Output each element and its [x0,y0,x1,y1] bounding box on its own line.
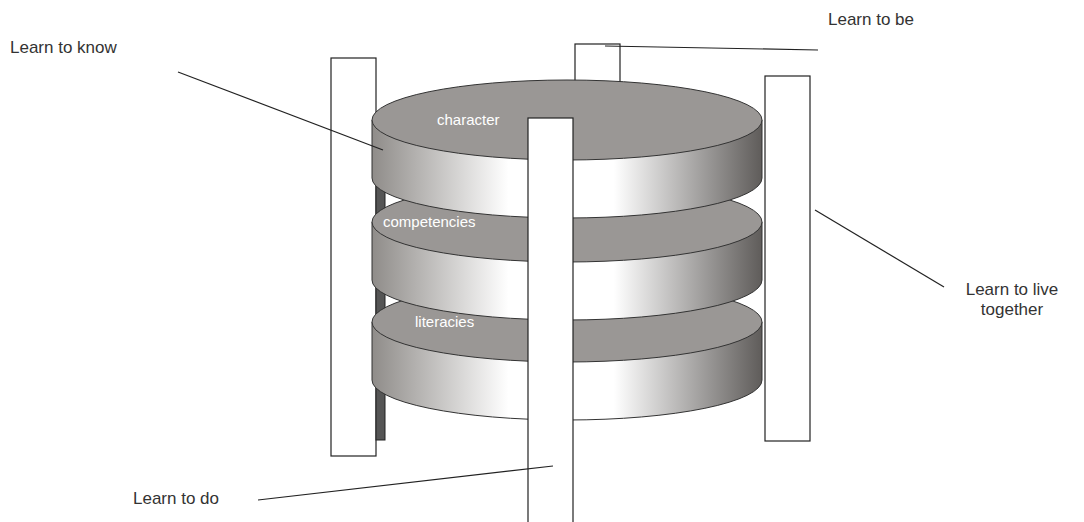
pillar-label: Learn to be [828,10,978,30]
leader-line [605,46,818,50]
leader-line [815,210,944,287]
pillar-label: Learn to do [133,489,263,509]
leader-line [178,72,383,150]
left-pillar [331,58,376,456]
disc-label: competencies [383,213,476,230]
top-pillar [575,44,620,84]
disc-label: character [437,111,500,128]
right-pillar [765,76,810,441]
pillar-label: Learn to live together [950,280,1074,321]
pillar-label: Learn to know [10,38,180,58]
leader-line [258,466,553,500]
middle-pillar [528,118,573,522]
disc-label: literacies [415,313,474,330]
